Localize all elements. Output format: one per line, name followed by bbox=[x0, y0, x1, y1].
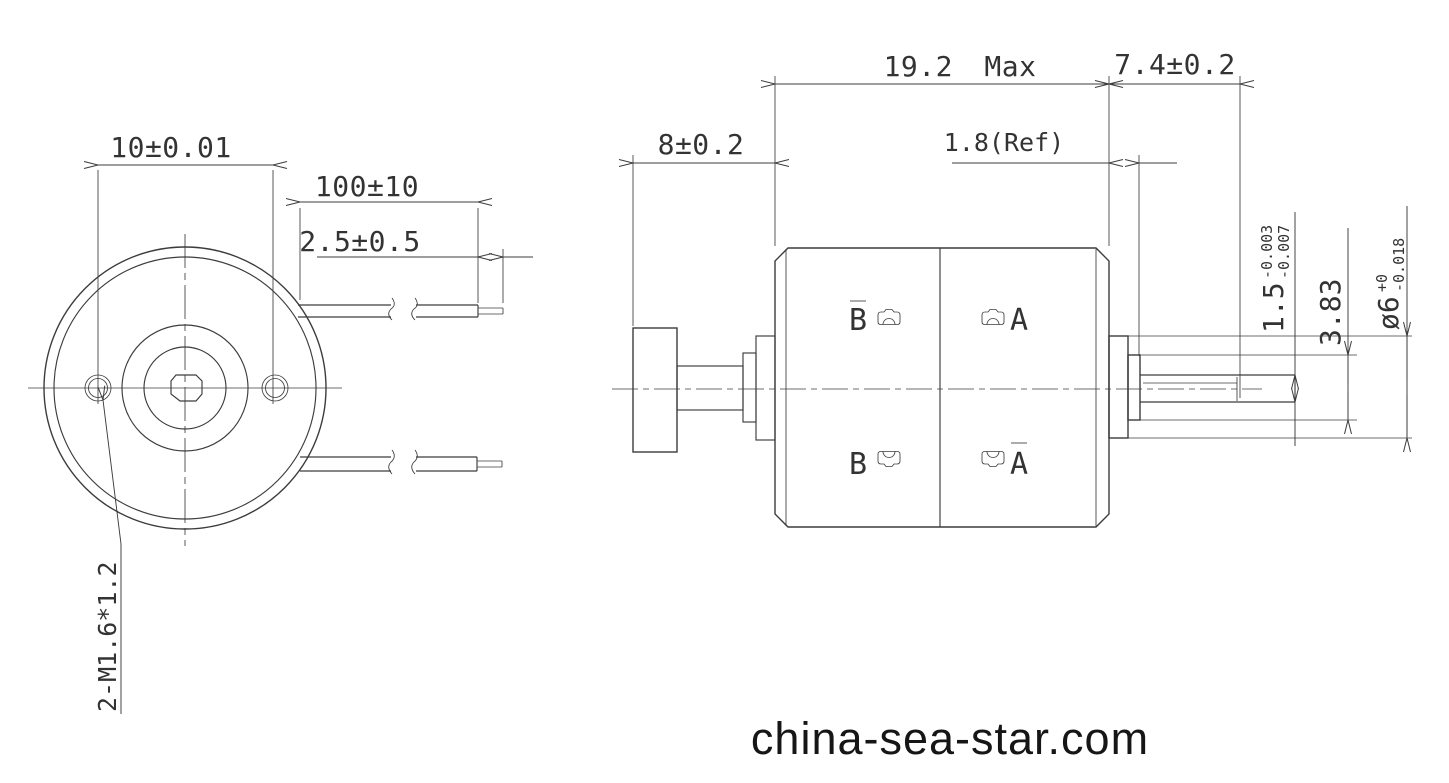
wire-break-mark bbox=[388, 297, 395, 321]
wire-break-mark bbox=[411, 449, 418, 475]
dim-text-pilot-dia: ø6 bbox=[1372, 296, 1405, 330]
dim-text-body-length: 19.2 Max bbox=[884, 50, 1037, 83]
dim-text-bearing-boss: 3.83 bbox=[1314, 279, 1347, 346]
dim-text-pilot-ref: 1.8(Ref) bbox=[944, 128, 1064, 157]
terminal-connector-icon bbox=[877, 451, 901, 467]
site-watermark: china-sea-star.com bbox=[751, 713, 1149, 764]
callout-text-mount-holes: 2-M1.6*1.2 bbox=[93, 561, 122, 712]
dim-bearing-boss: 3.83 bbox=[1128, 228, 1357, 435]
dim-mount-hole-spacing: 10±0.01 bbox=[83, 131, 288, 404]
terminal-label-b: B bbox=[849, 447, 867, 482]
front-pilot-boss bbox=[1108, 335, 1129, 439]
terminal-label-b-bar: B bbox=[849, 303, 867, 338]
dim-wire-tinned-end: 2.5±0.5 bbox=[299, 225, 533, 303]
dim-shaft-extension: 7.4±0.2 bbox=[1094, 48, 1255, 398]
terminal-label-a-bar: A bbox=[1010, 447, 1028, 482]
dim-tol-lower: -0.007 bbox=[1275, 225, 1293, 279]
terminal-markings: B A B A bbox=[849, 300, 1028, 482]
dim-tol-upper: -0.003 bbox=[1258, 225, 1276, 279]
terminal-connector-icon bbox=[981, 451, 1005, 467]
dim-rear-assembly: 8±0.2 bbox=[618, 128, 790, 326]
dim-text-hole-spacing: 10±0.01 bbox=[110, 131, 232, 164]
wire-break-mark bbox=[388, 449, 395, 475]
dim-text-shaft-flat: 1.5 bbox=[1257, 282, 1290, 333]
dim-pilot-ref: 1.8(Ref) bbox=[944, 128, 1177, 356]
rear-shaft bbox=[676, 365, 744, 411]
rear-step bbox=[742, 352, 757, 423]
dim-text-tinned-end: 2.5±0.5 bbox=[299, 225, 421, 258]
dim-body-length: 19.2 Max bbox=[760, 50, 1124, 246]
terminal-connector-icon bbox=[981, 309, 1005, 325]
motor-body-outline bbox=[774, 247, 1110, 528]
lead-wire-lower bbox=[300, 449, 503, 475]
dim-text-wire-length: 100±10 bbox=[315, 170, 419, 203]
terminal-connector-icon bbox=[877, 309, 901, 325]
dim-text-shaft-extension: 7.4±0.2 bbox=[1114, 48, 1236, 81]
dim-shaft-flat: 1.5 -0.003 -0.007 bbox=[1257, 212, 1299, 446]
dim-tol-upper: +0 bbox=[1373, 274, 1391, 292]
rear-flange bbox=[755, 335, 776, 441]
dim-tol-lower: -0.018 bbox=[1390, 238, 1408, 292]
front-view: 10±0.01 bbox=[28, 131, 533, 714]
lead-wire-upper bbox=[298, 297, 504, 321]
front-bushing bbox=[1127, 354, 1141, 421]
dim-pilot-dia: ø6 +0 -0.018 bbox=[1110, 206, 1412, 453]
side-view: B A B A bbox=[612, 48, 1412, 528]
leader-line bbox=[97, 385, 122, 545]
shaft-hole-octagon bbox=[170, 374, 203, 402]
wire-break-mark bbox=[411, 297, 418, 321]
dim-lead-wire-length: 100±10 bbox=[285, 170, 493, 303]
terminal-label-a: A bbox=[1010, 303, 1028, 338]
callout-mount-holes: 2-M1.6*1.2 bbox=[93, 385, 122, 714]
dim-text-rear-assembly: 8±0.2 bbox=[658, 128, 745, 161]
rear-knob bbox=[632, 327, 678, 453]
